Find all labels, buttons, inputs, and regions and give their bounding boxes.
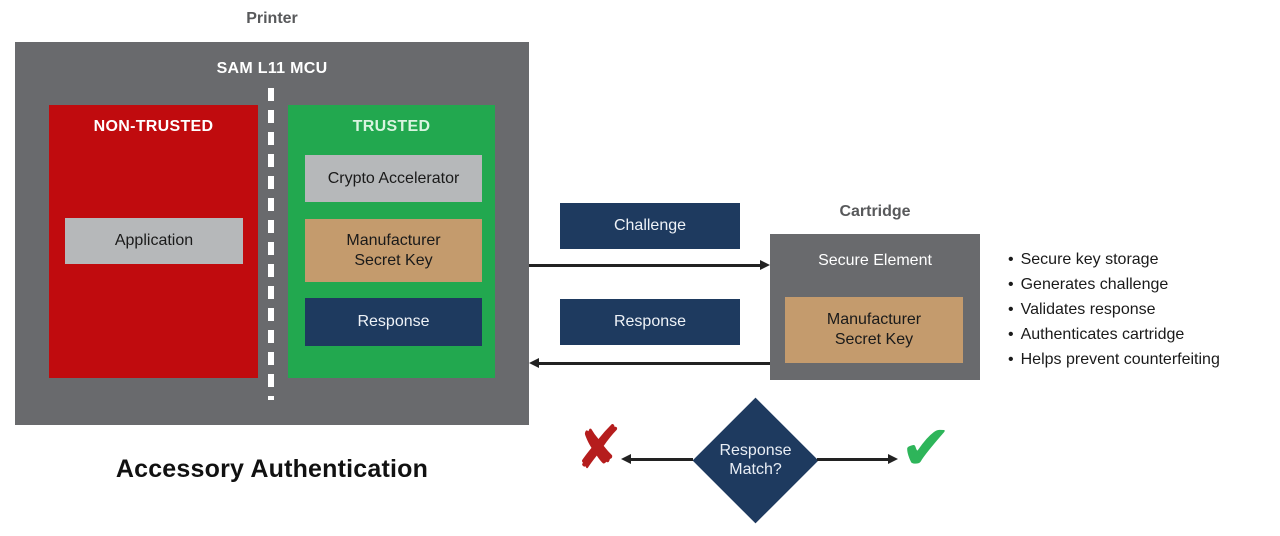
cartridge-secret-key-block: Manufacturer Secret Key bbox=[785, 297, 963, 363]
list-item: •Validates response bbox=[1008, 301, 1156, 318]
printer-response-block: Response bbox=[305, 298, 482, 346]
secure-element-label: Secure Element bbox=[818, 252, 932, 269]
crypto-accelerator-block: Crypto Accelerator bbox=[305, 155, 482, 202]
check-mark-icon: ✔ bbox=[900, 414, 952, 483]
mcu-label: SAM L11 MCU bbox=[216, 60, 328, 77]
printer-secret-key-block: Manufacturer Secret Key bbox=[305, 219, 482, 282]
list-item: •Authenticates cartridge bbox=[1008, 326, 1185, 343]
pass-arrow-line bbox=[817, 458, 889, 461]
response-arrow-head-icon bbox=[529, 358, 539, 368]
list-item: •Secure key storage bbox=[1008, 251, 1159, 268]
cartridge-feature-list: •Secure key storage •Generates challenge… bbox=[1008, 247, 1270, 372]
response-message-box: Response bbox=[560, 299, 740, 345]
x-mark-icon: ✘ bbox=[575, 413, 622, 482]
cartridge-label: Cartridge bbox=[839, 203, 911, 220]
bullet-icon: • bbox=[1008, 351, 1014, 368]
application-block: Application bbox=[65, 218, 243, 264]
challenge-arrow-line bbox=[529, 264, 762, 267]
diagram-title: Accessory Authentication bbox=[115, 455, 429, 483]
bullet-icon: • bbox=[1008, 326, 1014, 343]
fail-arrow-head-icon bbox=[621, 454, 631, 464]
bullet-icon: • bbox=[1008, 251, 1014, 268]
list-item: •Helps prevent counterfeiting bbox=[1008, 351, 1220, 368]
response-arrow-line bbox=[538, 362, 770, 365]
list-item: •Generates challenge bbox=[1008, 276, 1169, 293]
bullet-icon: • bbox=[1008, 301, 1014, 318]
challenge-message-box: Challenge bbox=[560, 203, 740, 249]
non-trusted-label: NON-TRUSTED bbox=[93, 118, 214, 135]
trusted-label: TRUSTED bbox=[352, 118, 431, 135]
bullet-icon: • bbox=[1008, 276, 1014, 293]
pass-arrow-head-icon bbox=[888, 454, 898, 464]
printer-label: Printer bbox=[246, 10, 298, 27]
decision-question: Response Match? bbox=[719, 442, 792, 478]
challenge-arrow-head-icon bbox=[760, 260, 770, 270]
fail-arrow-line bbox=[630, 458, 693, 461]
trustzone-divider bbox=[268, 88, 274, 400]
